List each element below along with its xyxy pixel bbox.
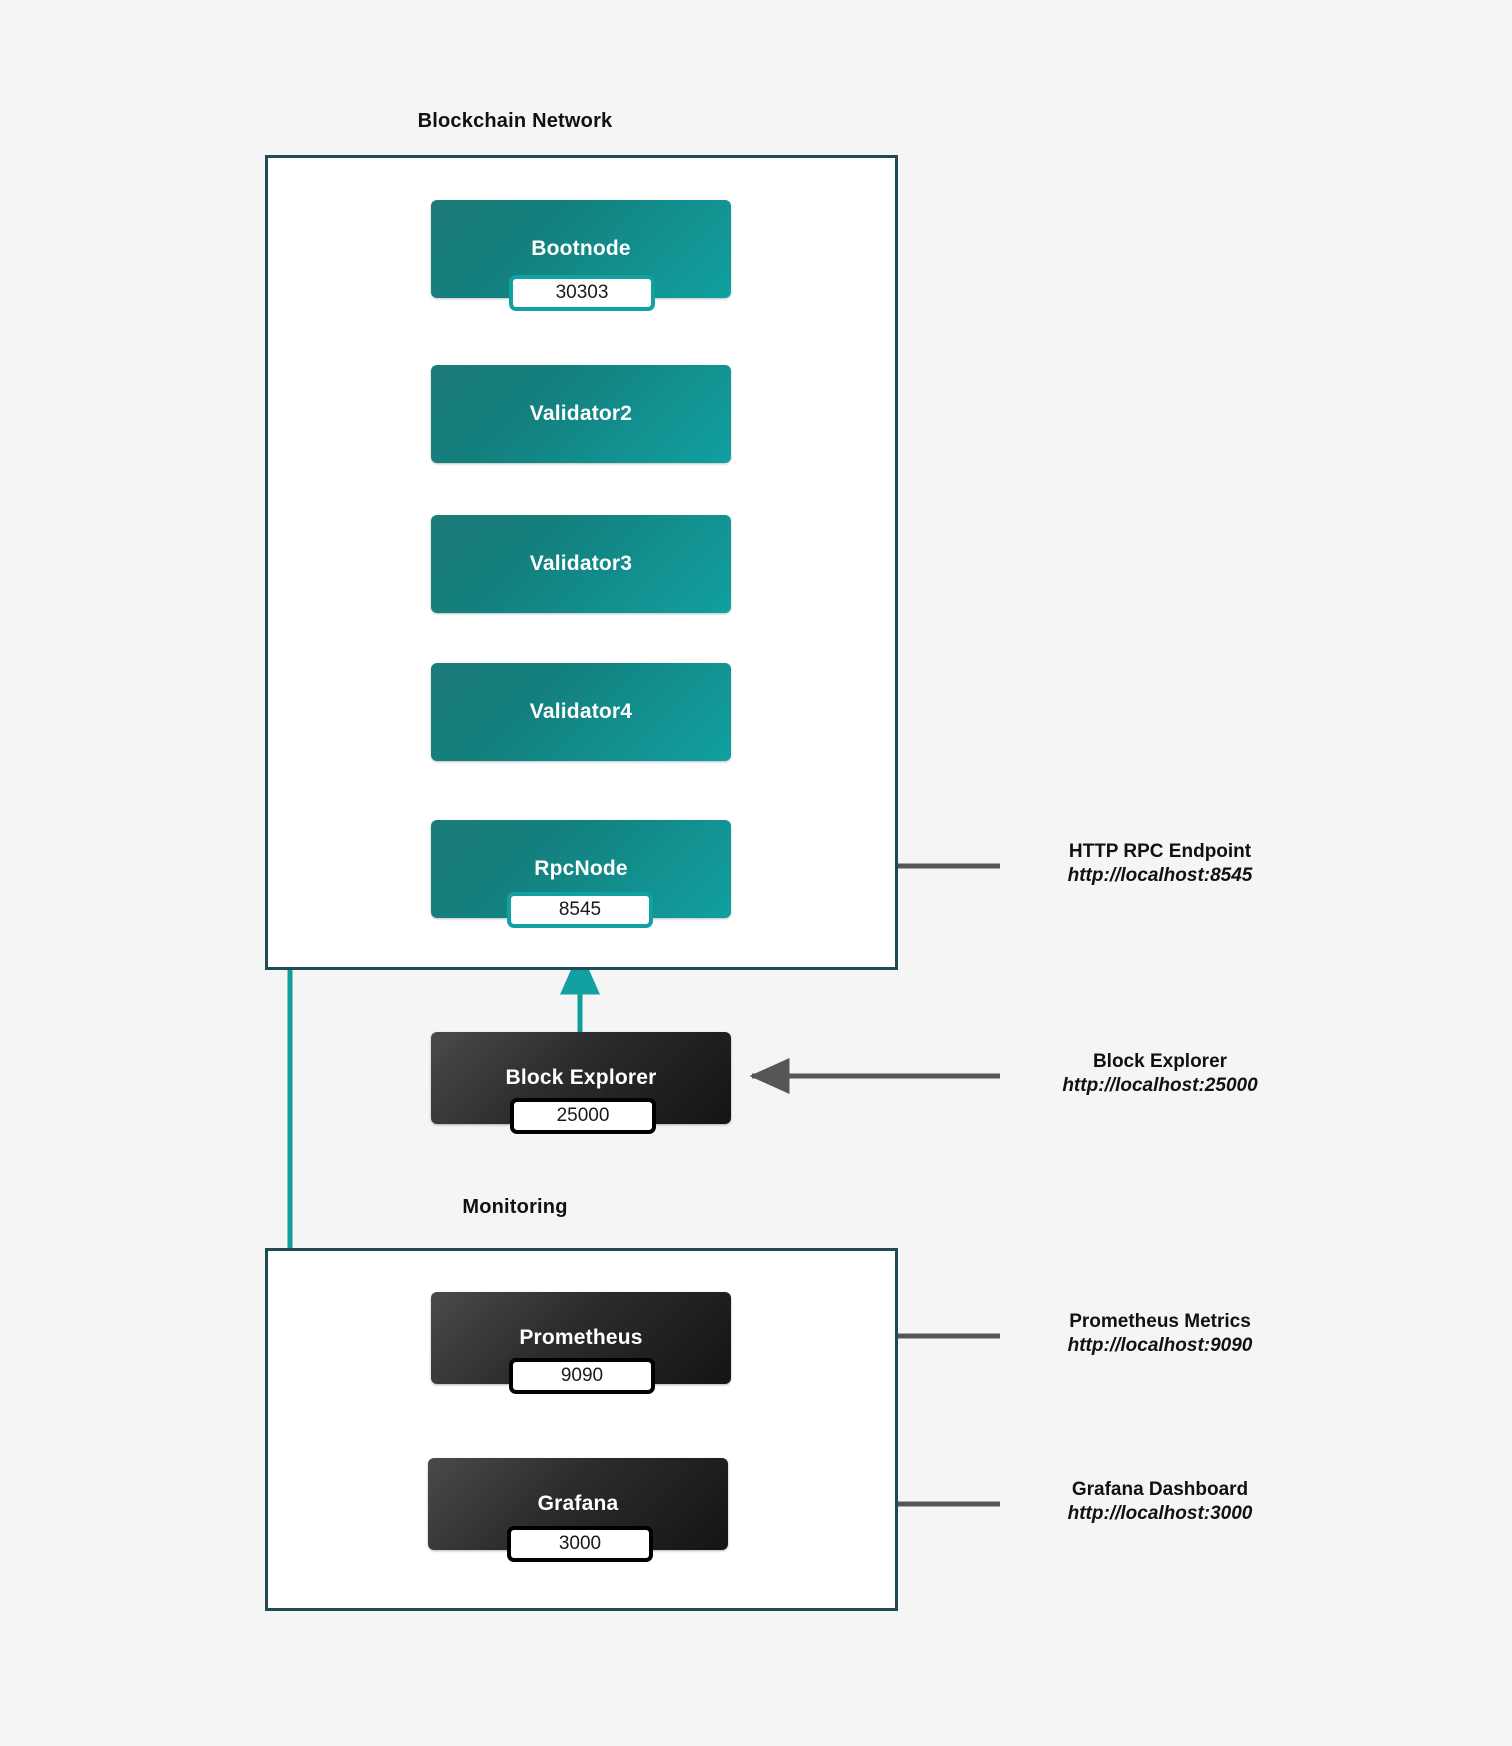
node-rpcnode-label: RpcNode	[534, 857, 628, 880]
annotation-url[interactable]: http://localhost:9090	[1067, 1335, 1253, 1357]
node-validator3-label: Validator3	[529, 552, 633, 575]
node-bootnode-port: 30303	[509, 275, 655, 311]
node-prometheus-port: 9090	[509, 1358, 655, 1394]
node-validator3[interactable]: Validator3	[431, 515, 731, 613]
annotation-url[interactable]: http://localhost:3000	[1067, 1503, 1253, 1525]
annotation-http-rpc-endpoint: HTTP RPC Endpoint http://localhost:8545	[1000, 840, 1320, 889]
node-validator4-label: Validator4	[529, 700, 633, 723]
node-grafana-label: Grafana	[537, 1492, 619, 1515]
annotation-title: Prometheus Metrics	[1069, 1311, 1251, 1332]
cluster-title-blockchain: Blockchain Network	[417, 110, 613, 132]
annotation-url[interactable]: http://localhost:8545	[1067, 865, 1253, 887]
node-rpcnode-port: 8545	[507, 892, 653, 928]
node-block-explorer-label: Block Explorer	[505, 1066, 657, 1089]
node-validator2[interactable]: Validator2	[431, 365, 731, 463]
node-bootnode-label: Bootnode	[531, 237, 631, 260]
annotation-title: Grafana Dashboard	[1071, 1479, 1249, 1500]
node-validator2-label: Validator2	[529, 402, 633, 425]
annotation-url[interactable]: http://localhost:25000	[1062, 1075, 1258, 1097]
annotation-block-explorer: Block Explorer http://localhost:25000	[1000, 1050, 1320, 1099]
annotation-prometheus-metrics: Prometheus Metrics http://localhost:9090	[1000, 1310, 1320, 1359]
node-grafana-port: 3000	[507, 1526, 653, 1562]
node-block-explorer-port: 25000	[510, 1098, 656, 1134]
node-prometheus-label: Prometheus	[519, 1326, 643, 1349]
annotation-title: HTTP RPC Endpoint	[1068, 841, 1252, 862]
annotation-title: Block Explorer	[1092, 1051, 1228, 1072]
annotation-grafana-dashboard: Grafana Dashboard http://localhost:3000	[1000, 1478, 1320, 1527]
cluster-title-monitoring: Monitoring	[462, 1196, 568, 1218]
node-validator4[interactable]: Validator4	[431, 663, 731, 761]
